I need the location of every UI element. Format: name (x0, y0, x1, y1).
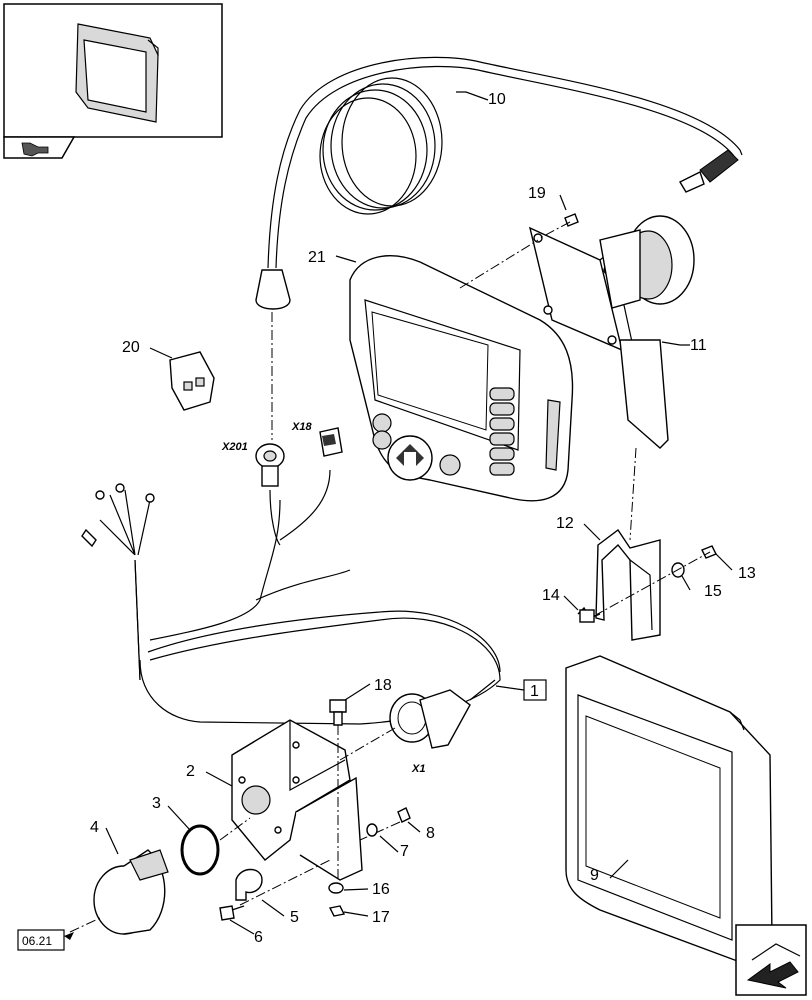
connector-x201 (255, 443, 285, 487)
callout-3[interactable]: 3 (152, 795, 161, 812)
bolt-18 (329, 699, 347, 726)
cable-coil (267, 56, 743, 269)
callout-19[interactable]: 19 (528, 185, 546, 202)
callout-1: 1 (530, 683, 539, 700)
cable-plug (255, 269, 291, 310)
cap-4 (93, 849, 169, 935)
display-side-buttons (489, 387, 515, 476)
callout-10[interactable]: 10 (488, 91, 506, 108)
callout-12[interactable]: 12 (556, 515, 574, 532)
nut-17 (328, 905, 346, 917)
callout-14[interactable]: 14 (542, 587, 560, 604)
callout-13[interactable]: 13 (738, 565, 756, 582)
callout-7[interactable]: 7 (400, 843, 409, 860)
o-ring-3 (180, 824, 220, 876)
callout-2[interactable]: 2 (186, 763, 195, 780)
callout-5[interactable]: 5 (290, 909, 299, 926)
callout-labels: 10 19 21 11 20 12 13 15 14 18 2 3 4 8 7 … (90, 91, 756, 946)
callout-9[interactable]: 9 (590, 867, 599, 884)
screw-6 (219, 905, 245, 921)
display-thumbnail-icon (75, 23, 159, 123)
callout-8[interactable]: 8 (426, 825, 435, 842)
callout-15[interactable]: 15 (704, 583, 722, 600)
washer-7 (366, 823, 378, 837)
connector-label-x1: X1 (411, 763, 425, 775)
page-reference: 06.21 (22, 934, 52, 948)
wiring-harness (81, 469, 501, 725)
bracket-12 (595, 528, 661, 641)
callout-4[interactable]: 4 (90, 819, 99, 836)
mount-arm (619, 339, 669, 449)
callout-20[interactable]: 20 (122, 339, 140, 356)
clamp-5 (235, 868, 263, 901)
callout-17[interactable]: 17 (372, 909, 390, 926)
display-unit (349, 255, 574, 502)
callout-18[interactable]: 18 (374, 677, 392, 694)
display-knob-cluster (372, 413, 461, 481)
callout-11[interactable]: 11 (690, 337, 707, 354)
leader-lines (105, 91, 733, 935)
washer-16 (328, 882, 344, 894)
display-9 (565, 655, 773, 965)
ball-joint (599, 215, 695, 309)
connector-label-x201: X201 (221, 441, 248, 453)
callout-16[interactable]: 16 (372, 881, 390, 898)
connector-x18 (319, 427, 343, 457)
thumbnail-inset[interactable] (3, 3, 223, 159)
relay-20 (169, 351, 215, 411)
connector-x1 (389, 679, 496, 749)
callout-1-box[interactable]: 1 (523, 679, 547, 701)
callout-6[interactable]: 6 (254, 929, 263, 946)
exit-arrow-icon[interactable] (735, 924, 807, 996)
connector-label-x18: X18 (291, 421, 312, 433)
bracket-2 (231, 719, 363, 881)
book-arrow-icon[interactable] (3, 136, 76, 159)
page-reference-box[interactable]: 06.21 (17, 929, 74, 951)
screw-19 (564, 213, 579, 227)
nut-8 (397, 807, 411, 823)
callout-21[interactable]: 21 (308, 249, 326, 266)
